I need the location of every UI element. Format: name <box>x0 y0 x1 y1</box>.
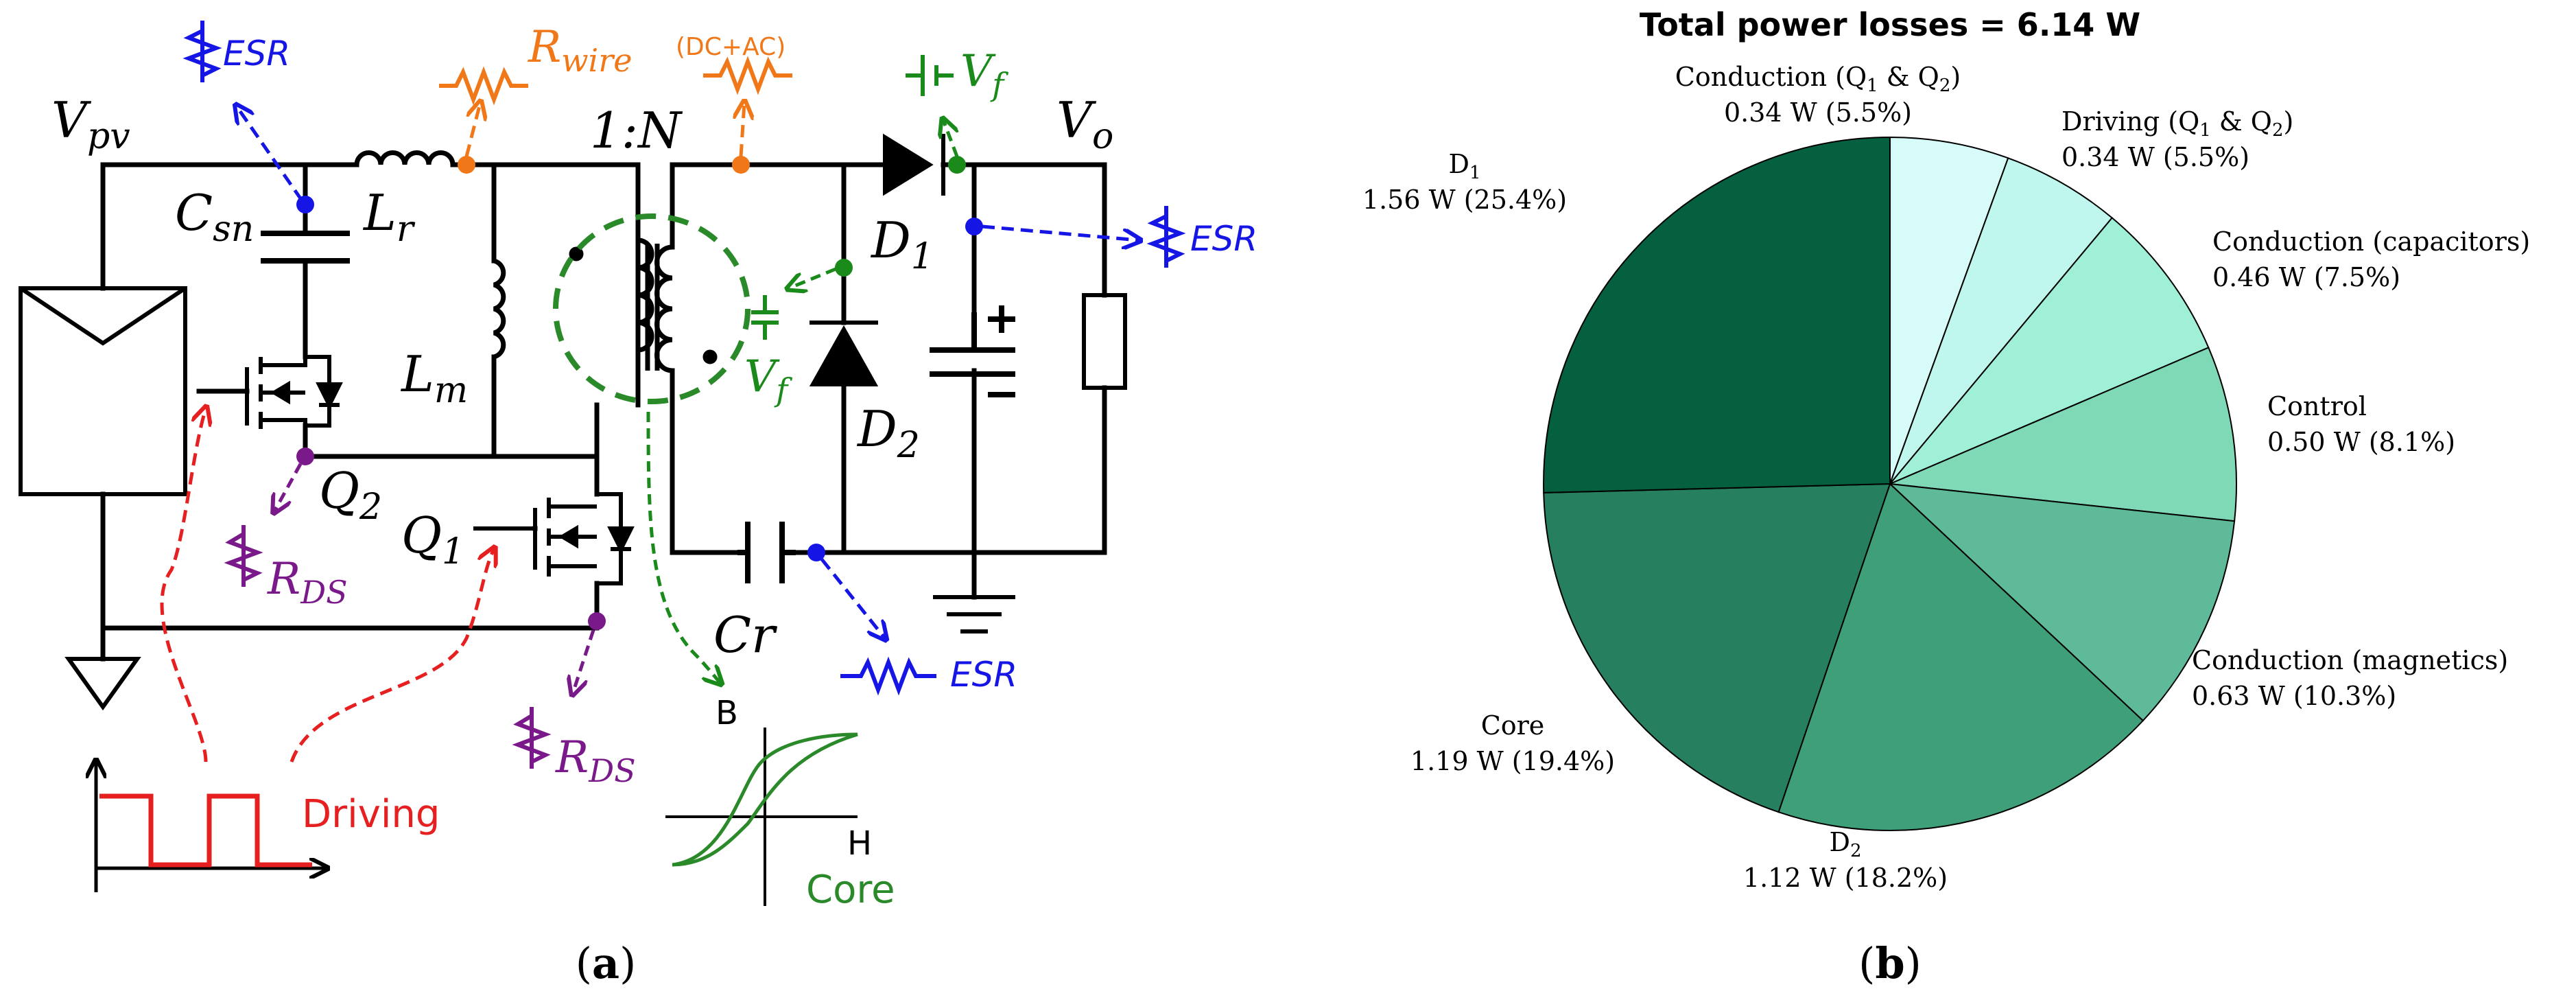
vf-d1-label: Vf <box>960 46 1008 103</box>
pie-slice-1 <box>1889 157 2114 485</box>
esr-cr-label: ESR <box>950 655 1017 695</box>
cr-label: Cr <box>713 606 777 664</box>
mosfet-q1-symbol <box>473 492 635 585</box>
lr-label: Lr <box>362 184 416 250</box>
driving-annotation: Driving <box>96 408 494 892</box>
b-axis-label: B <box>716 694 738 732</box>
inductor-lm-symbol <box>493 258 506 360</box>
vo-label: Vo <box>1056 91 1113 157</box>
pie-slice-6 <box>1543 482 1891 813</box>
pie-label-value-5: 1.12 W (18.2%) <box>1743 863 1948 893</box>
driving-label: Driving <box>302 792 440 837</box>
pie-label-name-5: D2 <box>1829 827 1861 861</box>
pie-label-value-3: 0.50 W (8.1%) <box>2267 427 2455 457</box>
panel-b-pie-chart: Total power losses = 6.14 W Conduction (… <box>1362 6 2530 988</box>
rwire-label: Rwire <box>528 22 633 79</box>
pie-slice-5 <box>1777 482 2144 832</box>
pie-slice-0 <box>1889 136 2009 485</box>
pie-label-value-4: 0.63 W (10.3%) <box>2192 681 2396 711</box>
rds-q2-annotation: RDS <box>224 447 348 611</box>
pie-slice-3 <box>1887 347 2238 522</box>
esr-output-label: ESR <box>1190 219 1257 259</box>
rwire-note: (DC+AC) <box>676 33 785 61</box>
pie-labels: Conduction (Q1 & Q2)0.34 W (5.5%)Driving… <box>1362 62 2530 893</box>
component-labels: Vpv Csn Lr Lm 1:N Vo D1 D2 Q2 Q1 Cr <box>51 91 1113 664</box>
lm-label: Lm <box>400 345 468 411</box>
ground-symbol-pv <box>64 657 141 711</box>
pie-label-name-7: D1 <box>1448 149 1480 183</box>
diode-d2-symbol <box>809 321 879 386</box>
d1-label: D1 <box>870 211 934 277</box>
csn-label: Csn <box>175 184 254 250</box>
pie-slice-4 <box>1888 482 2236 722</box>
pie-label-name-0: Conduction (Q1 & Q2) <box>1675 62 1961 96</box>
esr-csn-label: ESR <box>223 34 290 73</box>
pie-label-name-1: Driving (Q1 & Q2) <box>2061 106 2293 141</box>
pie-label-name-2: Conduction (capacitors) <box>2212 226 2530 257</box>
ground-symbol-output <box>933 595 1015 633</box>
pie-slices <box>1543 136 2238 832</box>
vpv-label: Vpv <box>51 91 130 157</box>
pie-label-value-1: 0.34 W (5.5%) <box>2061 142 2249 172</box>
pie-label-value-6: 1.19 W (19.4%) <box>1410 746 1615 776</box>
esr-cr-annotation: ESR <box>807 544 1017 696</box>
vf-d2-label: Vf <box>744 351 792 408</box>
pie-slice-2 <box>1889 216 2210 485</box>
rds-q1-annotation: RDS <box>512 612 636 789</box>
q1-label: Q1 <box>401 507 464 572</box>
core-label: Core <box>806 868 895 912</box>
rds-q1-label: RDS <box>555 732 636 789</box>
pie-title: Total power losses = 6.14 W <box>1640 6 2140 43</box>
mosfet-q2-symbol <box>245 343 343 439</box>
diode-d1-symbol <box>883 133 945 196</box>
pie-label-value-7: 1.56 W (25.4%) <box>1362 185 1567 215</box>
caption-a: (a) <box>576 938 637 988</box>
inductor-lr-symbol <box>354 150 456 165</box>
transformer-symbol <box>569 237 718 373</box>
esr-output-annotation: ESR <box>965 206 1257 268</box>
pie-label-value-0: 0.34 W (5.5%) <box>1724 97 1912 128</box>
rds-q2-label: RDS <box>267 554 348 611</box>
panel-a-circuit: ESR Rwire (DC+AC) Vf Vf <box>19 21 1257 988</box>
caption-b: (b) <box>1858 938 1922 988</box>
pie-slice-7 <box>1543 136 1891 493</box>
rwire-annotation: Rwire (DC+AC) <box>439 22 792 174</box>
pie-label-value-2: 0.46 W (7.5%) <box>2212 262 2400 292</box>
d2-label: D2 <box>856 400 920 466</box>
esr-csn-annotation: ESR <box>182 21 314 213</box>
core-highlight-ellipse <box>553 213 751 404</box>
ratio-label: 1:N <box>590 102 683 159</box>
q2-label: Q2 <box>319 462 382 528</box>
h-axis-label: H <box>847 824 872 863</box>
capacitor-csn-symbol <box>261 231 350 264</box>
pv-panel-symbol <box>19 286 187 496</box>
capacitor-output-symbol <box>930 305 1015 397</box>
core-bh-annotation: B H Core <box>646 411 895 912</box>
load-resistor-symbol <box>1082 293 1127 390</box>
vf-d2-annotation: Vf <box>744 259 853 408</box>
pie-label-name-4: Conduction (magnetics) <box>2192 645 2508 675</box>
capacitor-cr-symbol <box>737 522 796 583</box>
pie-label-name-3: Control <box>2267 391 2367 421</box>
pie-label-name-6: Core <box>1481 710 1545 741</box>
vf-d1-annotation: Vf <box>906 46 1008 174</box>
